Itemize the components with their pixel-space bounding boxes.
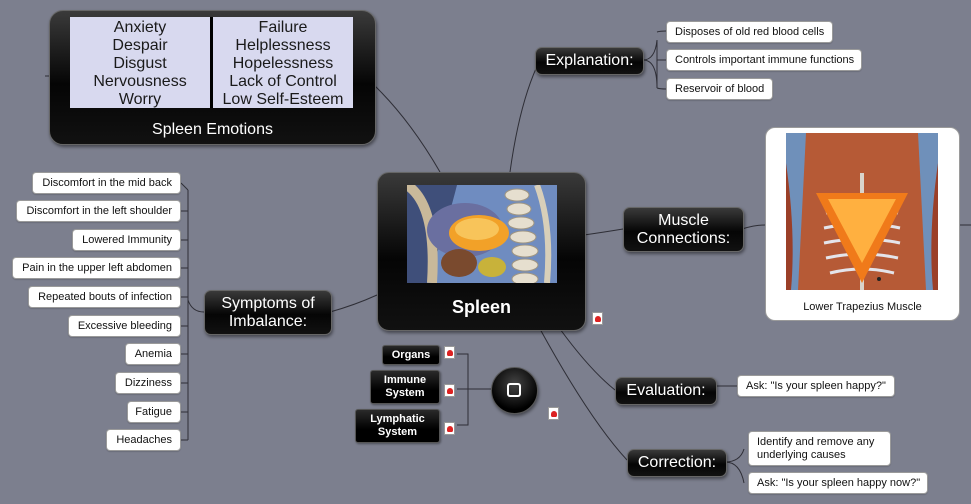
correction-note[interactable]: Identify and remove any underlying cause… xyxy=(748,431,891,466)
hub-node[interactable] xyxy=(491,367,538,414)
evaluation-label: Evaluation: xyxy=(626,382,706,399)
emotion-item: Worry xyxy=(118,91,162,108)
emotion-item: Despair xyxy=(112,37,168,54)
emotion-item: Anxiety xyxy=(113,19,167,36)
symptom-item[interactable]: Fatigue xyxy=(127,401,181,423)
pdf-attachment-icon[interactable] xyxy=(592,312,603,325)
symptoms-label-line1: Symptoms of xyxy=(221,294,315,312)
symptoms-of-imbalance-node[interactable]: Symptoms of Imbalance: xyxy=(204,290,332,335)
symptom-item[interactable]: Lowered Immunity xyxy=(72,229,181,251)
correction-node[interactable]: Correction: xyxy=(627,449,727,477)
correction-note[interactable]: Ask: "Is your spleen happy now?" xyxy=(748,472,928,494)
emotions-title: Spleen Emotions xyxy=(152,121,273,138)
symptom-item[interactable]: Headaches xyxy=(106,429,181,451)
pdf-attachment-icon[interactable] xyxy=(444,422,455,435)
immune-label-line2: System xyxy=(385,387,425,399)
explanation-item[interactable]: Reservoir of blood xyxy=(666,78,773,100)
explanation-label: Explanation: xyxy=(545,52,634,69)
explanation-item[interactable]: Disposes of old red blood cells xyxy=(666,21,833,43)
emotion-item: Lack of Control xyxy=(229,73,337,90)
spleen-title: Spleen xyxy=(451,297,512,317)
square-outline-icon xyxy=(507,383,521,397)
muscle-connections-label-line2: Connections: xyxy=(636,229,731,247)
emotion-item: Nervousness xyxy=(93,73,187,90)
emotion-item: Low Self-Esteem xyxy=(222,91,344,108)
emotion-item: Hopelessness xyxy=(232,55,334,72)
symptoms-label-line2: Imbalance: xyxy=(228,312,308,330)
muscle-connections-node[interactable]: Muscle Connections: xyxy=(623,207,744,252)
lymphatic-label-line2: System xyxy=(377,426,418,438)
symptom-item[interactable]: Excessive bleeding xyxy=(68,315,181,337)
pdf-attachment-icon[interactable] xyxy=(444,346,455,359)
immune-label-line1: Immune xyxy=(383,374,427,386)
muscle-connections-label-line1: Muscle xyxy=(658,211,709,229)
organs-label: Organs xyxy=(391,348,431,361)
correction-label: Correction: xyxy=(637,454,717,471)
lymphatic-label-line1: Lymphatic xyxy=(370,413,425,425)
lymphatic-system-link-node[interactable]: Lymphatic System xyxy=(355,409,440,443)
symptom-item[interactable]: Pain in the upper left abdomen xyxy=(12,257,181,279)
symptom-item[interactable]: Repeated bouts of infection xyxy=(28,286,181,308)
symptom-item[interactable]: Dizziness xyxy=(115,372,181,394)
symptom-item[interactable]: Discomfort in the left shoulder xyxy=(16,200,181,222)
emotion-item: Disgust xyxy=(113,55,167,72)
trapezius-caption: Lower Trapezius Muscle xyxy=(803,301,922,313)
evaluation-note[interactable]: Ask: "Is your spleen happy?" xyxy=(737,375,895,397)
pdf-attachment-icon[interactable] xyxy=(444,384,455,397)
emotions-right-column: Failure Helplessness Hopelessness Lack o… xyxy=(213,17,353,108)
trapezius-muscle-image xyxy=(786,133,938,290)
lower-trapezius-card[interactable]: Lower Trapezius Muscle xyxy=(765,127,960,321)
pdf-attachment-icon[interactable] xyxy=(548,407,559,420)
emotions-grid: Anxiety Despair Disgust Nervousness Worr… xyxy=(70,17,353,108)
spleen-anatomy-image xyxy=(407,185,557,283)
spleen-emotions-node[interactable]: Anxiety Despair Disgust Nervousness Worr… xyxy=(49,10,376,145)
emotion-item: Helplessness xyxy=(235,37,331,54)
symptom-item[interactable]: Anemia xyxy=(125,343,181,365)
symptom-item[interactable]: Discomfort in the mid back xyxy=(32,172,181,194)
explanation-node[interactable]: Explanation: xyxy=(535,47,644,75)
evaluation-node[interactable]: Evaluation: xyxy=(615,377,717,405)
spleen-central-node[interactable]: Spleen xyxy=(377,172,586,331)
organs-link-node[interactable]: Organs xyxy=(382,345,440,365)
emotions-left-column: Anxiety Despair Disgust Nervousness Worr… xyxy=(70,17,210,108)
emotion-item: Failure xyxy=(258,19,308,36)
explanation-item[interactable]: Controls important immune functions xyxy=(666,49,862,71)
immune-system-link-node[interactable]: Immune System xyxy=(370,370,440,404)
